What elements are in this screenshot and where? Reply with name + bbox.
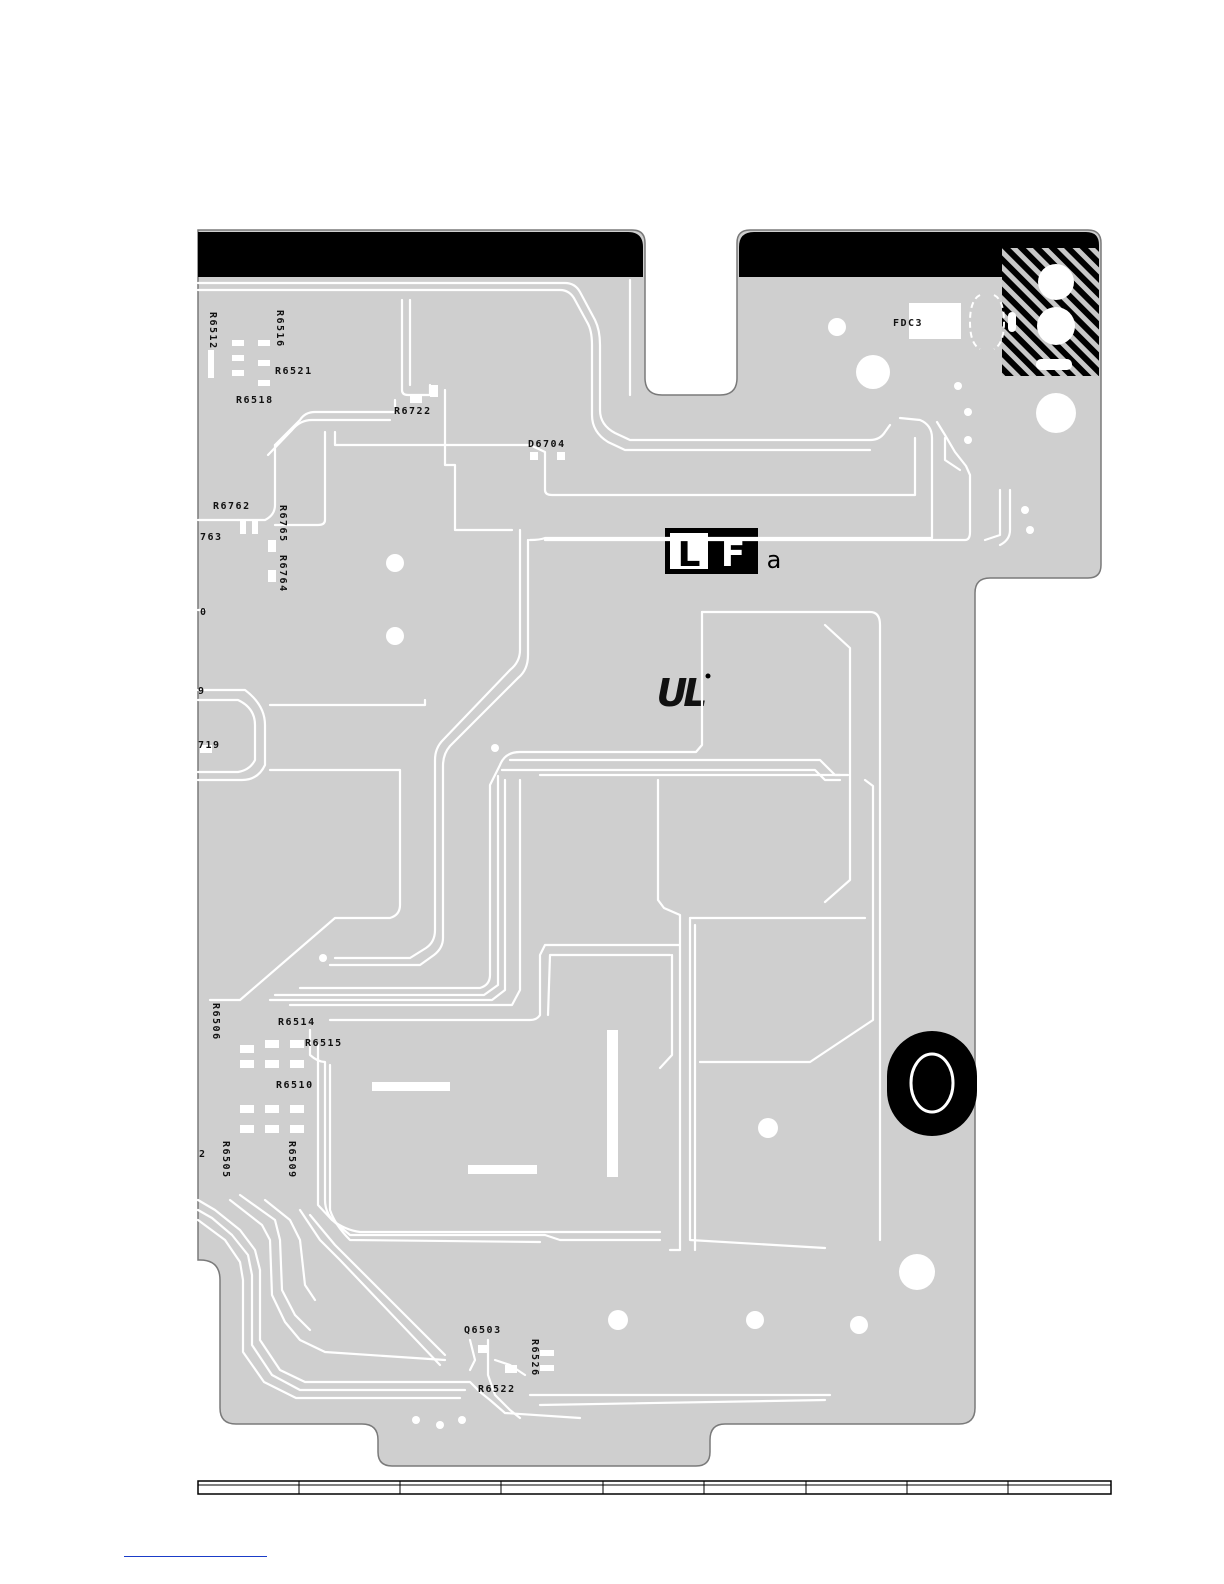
label-r6521: R6521 <box>275 366 313 377</box>
label-r6526: R6526 <box>529 1339 540 1377</box>
mount-hole <box>386 627 404 645</box>
label-9: 9 <box>198 686 206 697</box>
large-ring-pad <box>887 1031 977 1136</box>
pcb-board-outline <box>198 230 1101 1466</box>
mount-hole <box>608 1310 628 1330</box>
label-r6516: R6516 <box>274 310 285 348</box>
mount-hole <box>899 1254 935 1290</box>
label-d6704: D6704 <box>528 439 566 450</box>
white-bar <box>372 1082 450 1091</box>
label-fdc3: FDC3 <box>893 318 923 329</box>
mount-hole <box>850 1316 868 1334</box>
footer-link-underline[interactable] <box>124 1556 267 1557</box>
label-r6518: R6518 <box>236 395 274 406</box>
connector-hole-lower <box>1037 307 1075 345</box>
connector-small-slot <box>1008 312 1016 332</box>
label-r6512: R6512 <box>207 312 218 350</box>
mount-hole <box>856 355 890 389</box>
label-r6722: R6722 <box>394 406 432 417</box>
connector-hole-upper <box>1038 264 1074 300</box>
label-r6764: R6764 <box>277 555 288 593</box>
label-r6510: R6510 <box>276 1080 314 1091</box>
scale-ruler <box>198 1481 1111 1494</box>
label-763: 763 <box>200 532 223 543</box>
white-bar <box>607 1030 618 1177</box>
label-r6514: R6514 <box>278 1017 316 1028</box>
mount-hole <box>746 1311 764 1329</box>
label-r6515: R6515 <box>305 1038 343 1049</box>
label-719: 719 <box>198 740 221 751</box>
lead-free-a: a <box>767 546 782 574</box>
label-r6762: R6762 <box>213 501 251 512</box>
label-r6765: R6765 <box>277 505 288 543</box>
mount-hole <box>758 1118 778 1138</box>
white-bar <box>468 1165 537 1174</box>
mount-hole <box>828 318 846 336</box>
label-r6505: R6505 <box>220 1141 231 1179</box>
top-left-black-strip <box>198 232 643 277</box>
svg-text:UL: UL <box>656 671 705 715</box>
connector-slot <box>1036 359 1072 370</box>
mount-hole <box>1036 393 1076 433</box>
mount-hole <box>386 554 404 572</box>
label-r6522: R6522 <box>478 1384 516 1395</box>
label-r6506: R6506 <box>210 1003 221 1041</box>
label-2: 2 <box>199 1149 207 1160</box>
label-0: 0 <box>200 607 208 618</box>
label-q6503: Q6503 <box>464 1325 502 1336</box>
label-r6509: R6509 <box>286 1141 297 1179</box>
